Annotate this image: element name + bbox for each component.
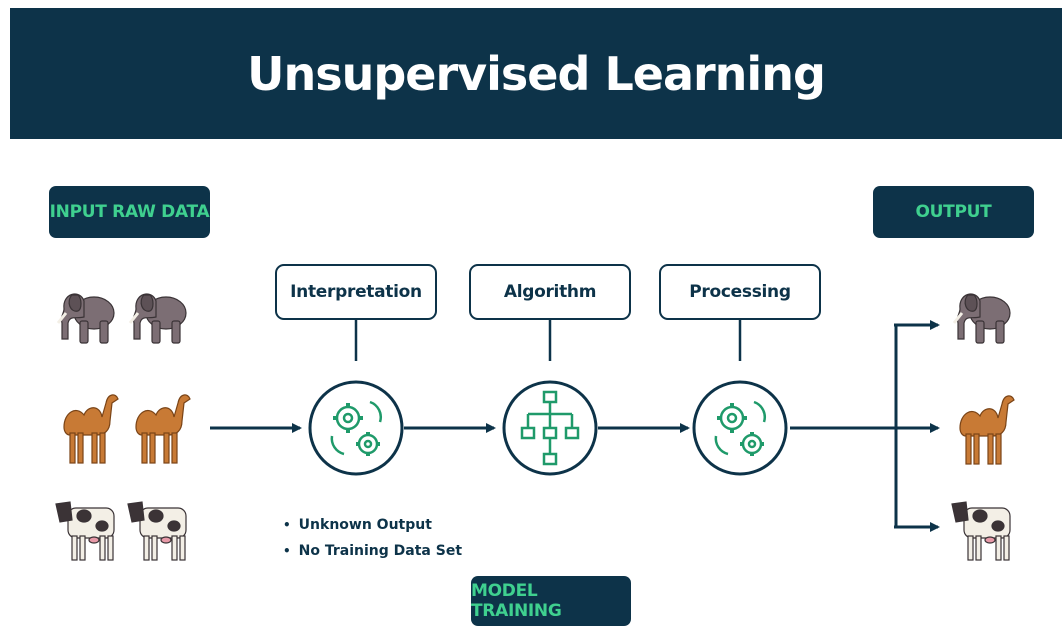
- elephant-icon: [56, 293, 115, 344]
- stage-interpretation: Interpretation: [275, 264, 437, 320]
- elephant-icon: [128, 293, 187, 344]
- model-training-label: MODEL TRAINING: [471, 576, 631, 626]
- circle-processing: [692, 380, 788, 476]
- note-no-training-data: No Training Data Set: [283, 538, 462, 564]
- cow-icon: [55, 501, 115, 561]
- note-unknown-output: Unknown Output: [283, 512, 462, 538]
- cow-icon: [127, 501, 187, 561]
- output-label: OUTPUT: [873, 186, 1034, 238]
- camel-icon: [63, 394, 119, 464]
- input-raw-data-label: INPUT RAW DATA: [49, 186, 210, 238]
- page-title: Unsupervised Learning: [247, 46, 826, 101]
- model-notes: Unknown Output No Training Data Set: [283, 512, 462, 564]
- flowchart-icon: [520, 390, 580, 466]
- cow-icon: [951, 501, 1011, 561]
- elephant-icon: [952, 293, 1011, 344]
- title-banner: Unsupervised Learning: [10, 8, 1062, 139]
- gears-icon: [714, 400, 766, 456]
- circle-interpretation: [308, 380, 404, 476]
- stage-algorithm: Algorithm: [469, 264, 631, 320]
- camel-icon: [135, 394, 191, 464]
- camel-icon: [959, 395, 1015, 465]
- gears-icon: [330, 400, 382, 456]
- stage-processing: Processing: [659, 264, 821, 320]
